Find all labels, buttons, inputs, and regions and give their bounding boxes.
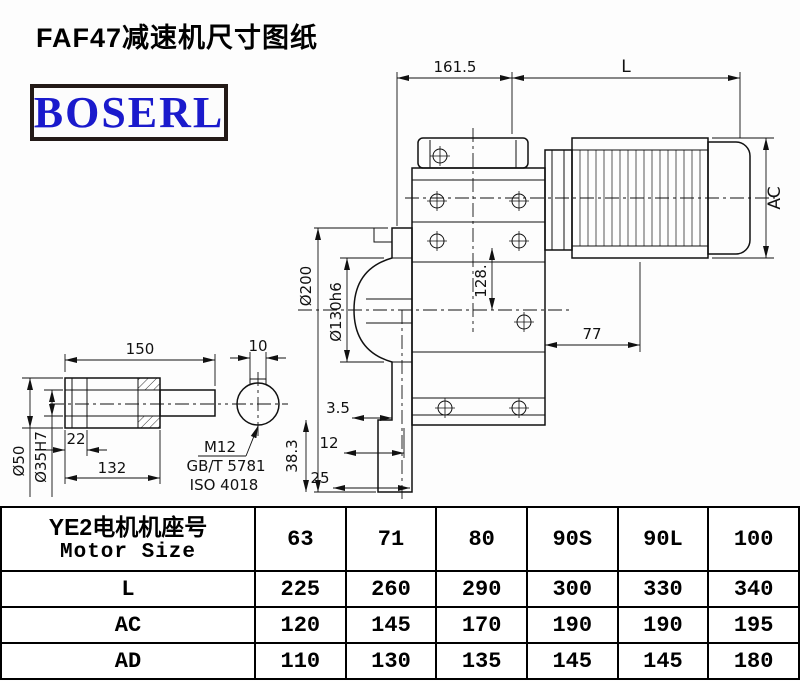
motor-size-header-cn: YE2电机机座号 (48, 513, 208, 540)
motor-size-header-cell: YE2电机机座号 Motor Size (0, 506, 256, 572)
gearbox-outline (64, 137, 751, 493)
table-cell: 180 (707, 642, 800, 680)
dim-77-label: 77 (582, 325, 601, 343)
dim-150-label: 150 (126, 340, 155, 358)
table-row-L: L 225 260 290 300 330 340 (0, 570, 800, 608)
section-hatching (138, 378, 160, 428)
dim-shaft-od-label: Ø50 (10, 446, 28, 477)
table-cell: 225 (254, 570, 347, 608)
table-cell: 290 (435, 570, 528, 608)
dim-132-label: 132 (98, 459, 127, 477)
dim-bore-label: Ø35H7 (32, 431, 50, 483)
flange-pilot-lines (366, 257, 412, 363)
dim-25-label: 25 (310, 469, 329, 487)
dim-3-5-label: 3.5 (326, 399, 350, 417)
dimension-table: YE2电机机座号 Motor Size 63 71 80 90S 90L 100… (0, 506, 800, 680)
table-cell: 190 (616, 606, 710, 644)
dim-38-3-label: 38.3 (283, 439, 301, 472)
table-cell: 145 (525, 642, 619, 680)
table-cell: 110 (254, 642, 347, 680)
input-housing (417, 137, 529, 169)
table-cell: 330 (616, 570, 710, 608)
motor-size-90S: 90S (525, 506, 619, 572)
dim-10-label: 10 (248, 337, 267, 355)
motor-size-80: 80 (435, 506, 528, 572)
motor-size-header-en: Motor Size (59, 541, 197, 565)
boserl-logo-text: BOSERL (33, 87, 225, 137)
bolt-symbols (427, 146, 534, 418)
dim-pilot-label: Ø130h6 (327, 282, 345, 342)
table-cell: 300 (525, 570, 619, 608)
keyway-slot (249, 378, 267, 385)
motor-fins (579, 150, 701, 246)
dim-128-label: 128. (472, 264, 490, 297)
table-cell: 190 (525, 606, 619, 644)
dim-flange-od-label: Ø200 (297, 266, 315, 306)
motor-adapter (544, 149, 573, 251)
table-cell: 195 (707, 606, 800, 644)
page-title: FAF47减速机尺寸图纸 (36, 23, 319, 53)
dim-12-label: 12 (319, 434, 338, 452)
table-header-row: YE2电机机座号 Motor Size 63 71 80 90S 90L 100 (0, 506, 800, 572)
table-cell: 145 (616, 642, 710, 680)
standard-iso-label: ISO 4018 (190, 476, 259, 494)
table-cell: 135 (435, 642, 528, 680)
motor-size-100: 100 (707, 506, 800, 572)
motor-size-71: 71 (344, 506, 438, 572)
table-cell: 260 (344, 570, 438, 608)
dim-AC-label: AC (765, 186, 785, 209)
row-label-L: L (0, 570, 256, 608)
motor-size-90L: 90L (616, 506, 710, 572)
table-cell: 130 (344, 642, 438, 680)
table-row-AC: AC 120 145 170 190 190 195 (0, 606, 800, 644)
row-label-AD: AD (0, 642, 256, 680)
dimension-labels: 161.5 L AC Ø200 Ø130h6 128. 77 150 10 Ø5… (10, 57, 785, 494)
table-row-AD: AD 110 130 135 145 145 180 (0, 642, 800, 680)
table-cell: 340 (707, 570, 800, 608)
fan-cover (707, 141, 751, 255)
table-cell: 145 (344, 606, 438, 644)
row-label-AC: AC (0, 606, 256, 644)
standard-gb-label: GB/T 5781 (186, 457, 265, 475)
bore-circle (236, 382, 280, 426)
inner-shaft (159, 389, 216, 417)
flange-top-step (373, 228, 392, 243)
gearbox-internal-lines (412, 140, 545, 416)
dim-L-label: L (621, 57, 631, 77)
dim-161-5-label: 161.5 (434, 58, 477, 76)
dim-22-label: 22 (66, 430, 85, 448)
dimension-lines (22, 72, 774, 497)
boserl-logo: BOSERL (30, 84, 228, 141)
motor-size-63: 63 (254, 506, 347, 572)
table-cell: 120 (254, 606, 347, 644)
flange-plate (353, 227, 413, 493)
table-cell: 170 (435, 606, 528, 644)
thread-spec-label: M12 (204, 438, 236, 456)
technical-drawing: 161.5 L AC Ø200 Ø130h6 128. 77 150 10 Ø5… (10, 57, 785, 500)
